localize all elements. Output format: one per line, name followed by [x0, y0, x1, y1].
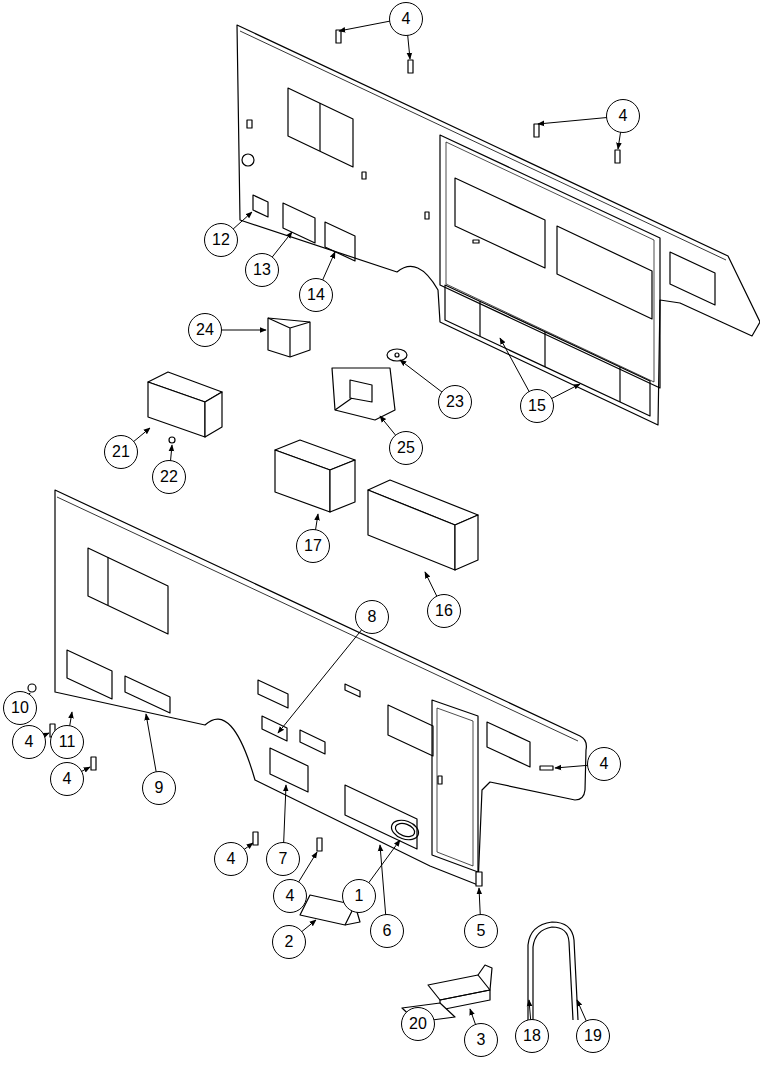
- callout-number: 10: [3, 691, 37, 725]
- callout-number: 4: [606, 99, 640, 133]
- callout-number: 8: [355, 600, 389, 634]
- callout-number: 6: [370, 914, 404, 948]
- callout-number: 1: [342, 879, 376, 913]
- callout-number: 13: [245, 253, 279, 287]
- callout-number: 25: [389, 431, 423, 465]
- callout-number: 22: [152, 460, 186, 494]
- callout-number: 4: [214, 842, 248, 876]
- callout-number: 3: [464, 1023, 498, 1057]
- callout-number: 18: [515, 1019, 549, 1053]
- callout-number: 4: [587, 747, 621, 781]
- callout-number: 4: [50, 762, 84, 796]
- callout-number: 21: [104, 435, 138, 469]
- callout-number: 12: [204, 223, 238, 257]
- callout-number: 20: [401, 1007, 435, 1041]
- callout-number: 14: [299, 278, 333, 312]
- callout-number: 2: [272, 925, 306, 959]
- callout-number: 23: [438, 385, 472, 419]
- callout-number: 4: [389, 2, 423, 36]
- callout-number: 5: [464, 914, 498, 948]
- callout-number: 9: [142, 771, 176, 805]
- callout-number: 24: [188, 313, 222, 347]
- callout-number: 7: [266, 842, 300, 876]
- callout-number: 15: [520, 389, 554, 423]
- callout-number: 4: [12, 725, 46, 759]
- callout-number: 19: [576, 1019, 610, 1053]
- callout-number: 11: [50, 725, 84, 759]
- callout-number: 4: [273, 879, 307, 913]
- callout-number: 17: [296, 529, 330, 563]
- callout-number: 16: [427, 594, 461, 628]
